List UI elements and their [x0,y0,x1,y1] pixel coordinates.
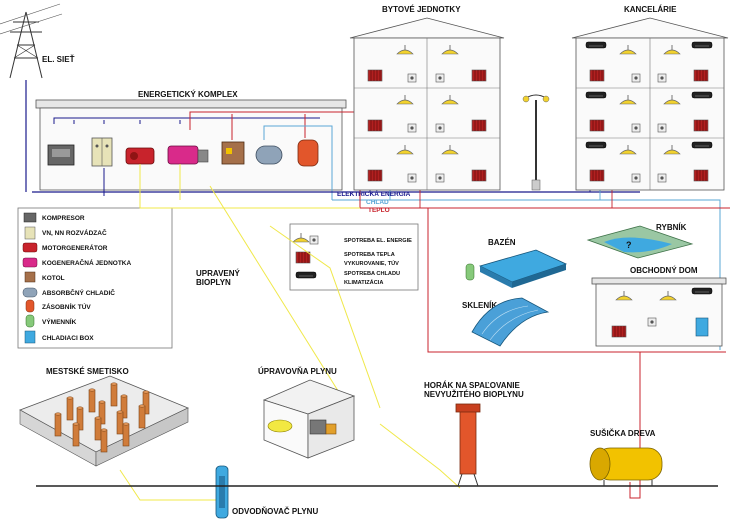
boiler-icon [221,141,245,165]
drain-label: ODVODŇOVAČ PLYNU [232,507,318,516]
legend-compressor-icon [23,212,37,223]
legend-cogeneration-icon [22,257,38,268]
gas-drain [215,465,229,519]
offices-building [571,17,729,191]
flats-building [349,17,505,191]
biogas-burner [455,403,481,487]
legend-equipment-labels: KOMPRESOR VN, NN ROZVÁDZAČ MOTORGENERÁTO… [42,215,132,342]
cogeneration-icon [167,145,209,165]
pool [465,249,568,288]
greenhouse [471,297,550,347]
gas-plant-label: ÚPRAVOVŇA PLYNU [258,367,337,376]
offices-label: KANCELÁRIE [624,5,677,14]
legend-label: ZÁSOBNÍK TÚV [42,302,91,311]
absorption-chiller-icon [255,145,283,165]
hot-water-tank-icon [297,139,319,167]
electric-line [25,80,640,193]
legend-label: KOGENERAČNÁ JEDNOTKA [42,258,132,267]
pond [586,225,694,259]
heat-line-label: TEPLO [368,207,390,214]
complex-pipes [53,111,360,200]
mall-building [591,277,727,347]
legend-label: CHLADIACI BOX [42,335,94,342]
legend-label: KOTOL [42,275,65,282]
legend-heat-exchanger-icon [25,314,35,328]
pool-label: BAZÉN [488,238,516,247]
street-lamp [522,94,550,191]
cold-line-label: CHLAD [366,199,389,206]
legend-radiator-icon [295,251,311,264]
legend-label: SPOTREBA EL. ENERGIE [344,238,412,244]
greenhouse-label: SKLENÍK [462,301,497,310]
legend-socket-icon [309,235,319,245]
legend-hot-water-tank-icon [25,299,35,313]
grid-label: EL. SIEŤ [42,55,75,64]
biogas-lines [119,164,461,501]
gas-plant-building [262,379,356,459]
legend-label: ABSORBČNÝ CHLADIČ [42,288,115,297]
legend-ac-icon [295,271,317,279]
wood-dryer [589,447,663,486]
motor-generator-icon [125,147,155,165]
legend-label: VN, NN ROZVÁDZAČ [42,228,107,237]
legend-label: VÝMENNÍK [42,317,77,326]
legend-absorption-chiller-icon [22,287,38,298]
legend-boiler-icon [24,271,36,283]
complex-label: ENERGETICKÝ KOMPLEX [138,90,238,99]
legend-consumption [289,223,419,291]
electric-line-label: ELEKTRICKÁ ENERGIA [337,189,411,198]
legend-equipment [17,207,173,349]
compressor-icon [47,144,75,166]
legend-label: MOTORGENERÁTOR [42,243,108,252]
legend-label: KOMPRESOR [42,215,85,222]
legend-motor-generator-icon [22,242,38,253]
power-pylon [0,3,63,79]
flats-label: BYTOVÉ JEDNOTKY [382,5,461,14]
pond-label: RYBNÍK [656,223,687,232]
pond-question-mark: ? [626,240,632,250]
mall-label: OBCHODNÝ DOM [630,266,698,275]
legend-cooling-box-icon [24,330,36,344]
dryer-label: SUŠIČKA DREVA [590,429,656,438]
legend-switchboard-icon [24,226,36,240]
landfill-label: MESTSKÉ SMETISKO [46,367,129,376]
switchboard-icon [91,137,113,167]
